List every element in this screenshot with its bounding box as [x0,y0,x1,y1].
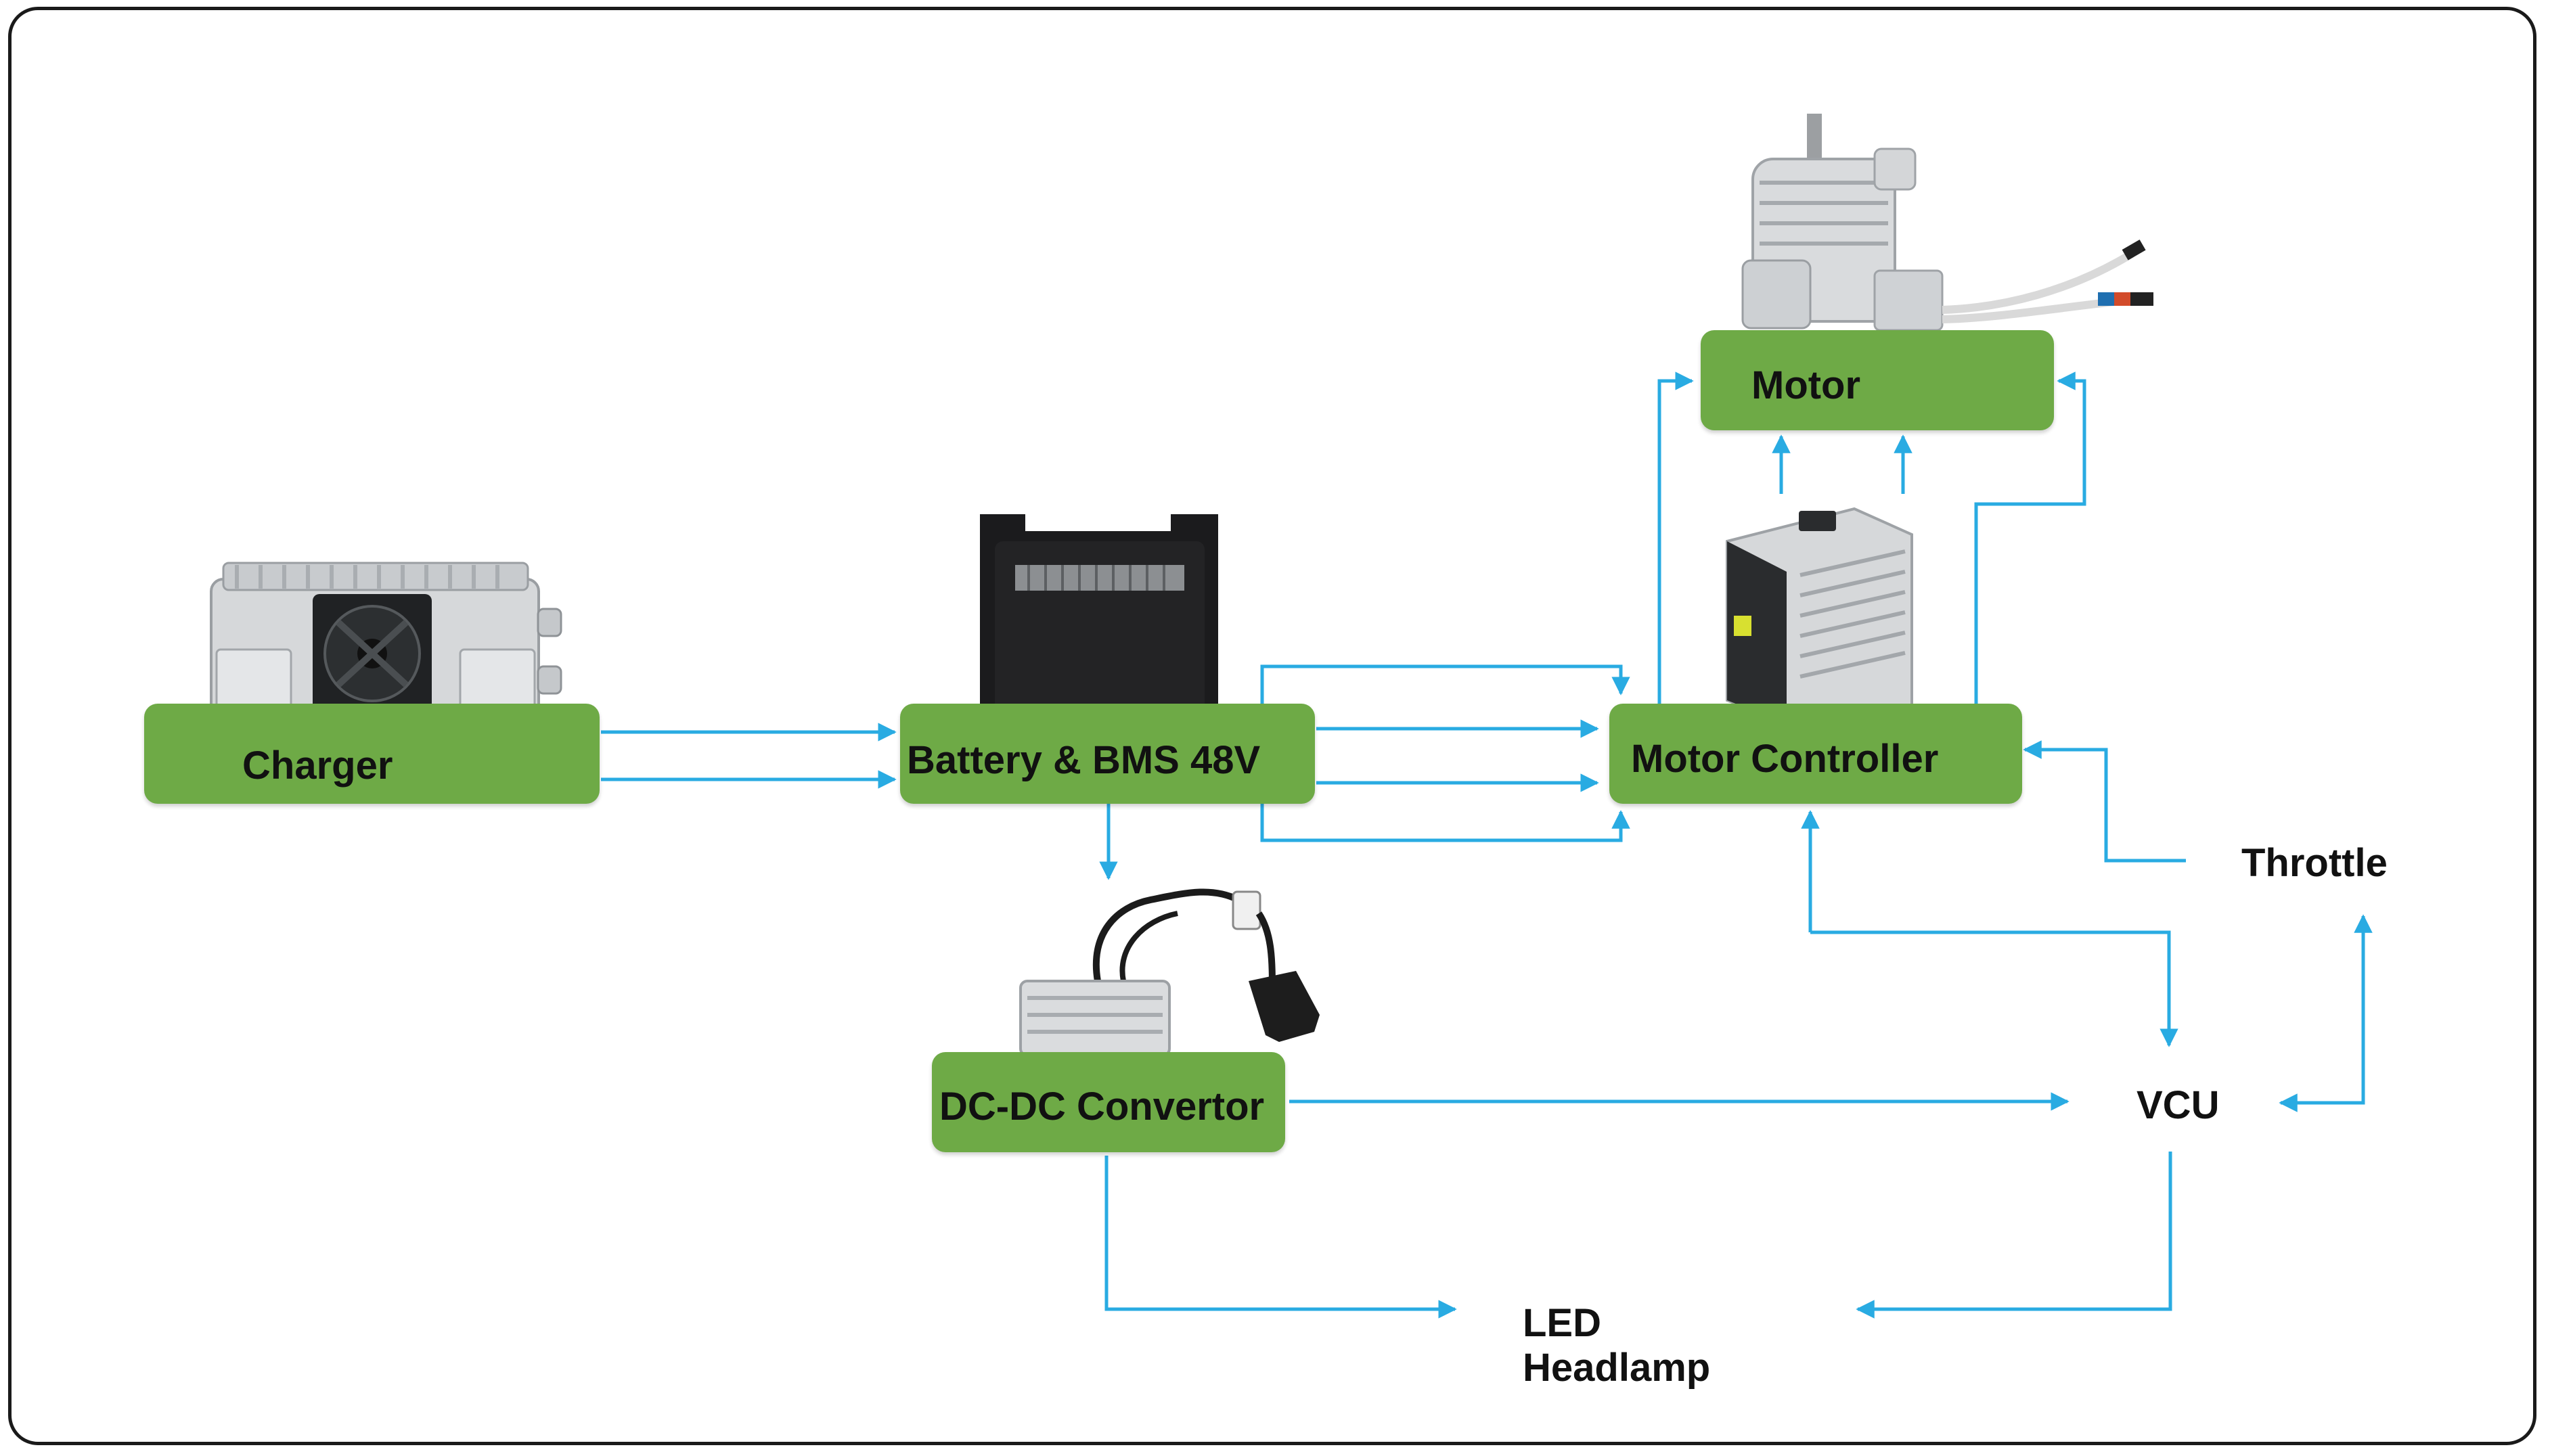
battery-pack-icon [980,514,1218,731]
led-label-line1: LED [1523,1301,1601,1345]
arrow-throttle-to-controller [2023,740,2186,863]
arrow-dcdc-to-led [1104,1156,1457,1319]
arrow-battery-to-controller-1 [1260,664,1630,715]
motor-label: Motor [1751,363,1861,407]
motor-controller-label: Motor Controller [1631,737,1939,781]
motor-box [1701,330,2054,430]
arrow-vcu-to-led [1856,1152,2172,1319]
throttle-label: Throttle [2241,841,2388,885]
arrow-controller-to-motor-right [1974,371,2086,704]
led-label-line2: Headlamp [1523,1346,1711,1390]
controller-unit-icon [1726,507,1913,726]
arrow-controller-to-vcu [1810,930,2178,1047]
charger-label: Charger [242,744,393,788]
charger-box [144,704,600,804]
battery-label: Battery & BMS 48V [907,738,1261,782]
charger-unit-icon [210,562,562,723]
battery-box [900,704,1315,804]
dcdc-label: DC-DC Convertor [939,1085,1265,1129]
arrow-battery-to-controller-4 [1260,802,1630,842]
dcdc-converter-icon [1019,888,1320,1057]
arrow-vcu-throttle [2279,914,2373,1112]
arrow-controller-to-motor-left [1657,371,1694,704]
dcdc-box [932,1052,1285,1152]
electric-motor-icon [1741,114,2153,332]
vcu-label: VCU [2137,1083,2220,1127]
motor-controller-box [1609,704,2022,804]
